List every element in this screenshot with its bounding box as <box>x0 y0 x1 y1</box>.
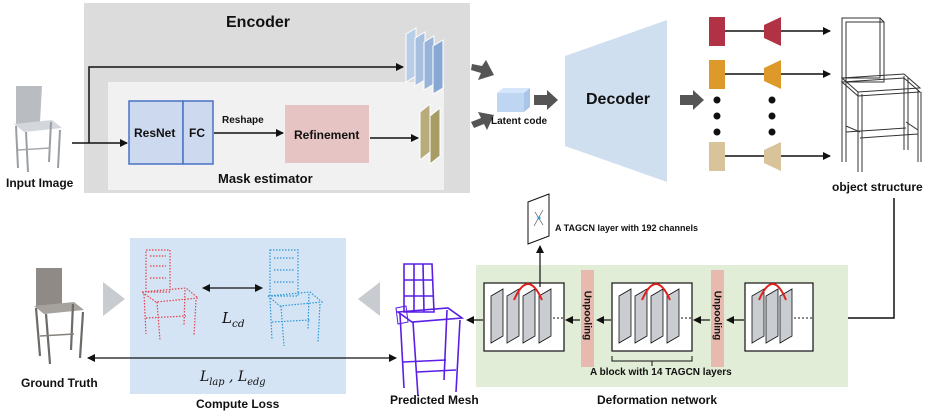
decoder-label: Decoder <box>586 91 651 108</box>
resnet-label: ResNet <box>134 126 176 140</box>
ground-truth-label: Ground Truth <box>21 376 98 390</box>
refinement-label: Refinement <box>294 128 360 142</box>
ground-truth-chair <box>34 268 85 365</box>
mask-estimator-label: Mask estimator <box>218 171 313 186</box>
input-image-label: Input Image <box>6 176 74 190</box>
block-label: A block with 14 TAGCN layers <box>590 367 732 378</box>
deformation-network-label: Deformation network <box>597 393 718 407</box>
mask-feature-stack <box>419 102 441 166</box>
unpooling-label-1: Unpooling <box>581 290 593 341</box>
part-row-1 <box>709 17 831 46</box>
part-row-2 <box>709 60 831 89</box>
resnet-block <box>128 100 184 165</box>
refinement-block <box>285 105 369 163</box>
tagcn-block-2 <box>611 282 693 352</box>
encoder-title: Encoder <box>226 14 291 31</box>
reshape-label: Reshape <box>222 115 264 126</box>
features-to-latent-arrow-bottom <box>471 112 494 130</box>
fc-label: FC <box>189 126 205 140</box>
part-row-n <box>709 142 831 171</box>
compute-loss-label: Compute Loss <box>196 397 280 411</box>
unpooling-1 <box>581 270 594 367</box>
blue-point-cloud <box>266 249 324 347</box>
loss-cd-label: Lcd <box>222 309 245 330</box>
object-structure-chair <box>840 17 922 172</box>
decoder-block <box>565 20 667 182</box>
latent-code-cube <box>497 88 530 112</box>
predicted-mesh-label: Predicted Mesh <box>390 393 479 407</box>
predicted-mesh-chair <box>395 263 465 397</box>
unpooling-2 <box>711 270 724 367</box>
tagcn-block-1 <box>483 282 565 352</box>
red-point-cloud <box>140 249 200 341</box>
structure-to-deformation-arrow <box>830 198 895 322</box>
unpooling-label-2: Unpooling <box>711 290 723 341</box>
latent-to-decoder-arrow <box>534 90 558 110</box>
loss-lap-edg-label: Llap , Ledg <box>200 369 266 388</box>
gt-to-loss-wedge <box>103 282 125 316</box>
tagcn-block-3 <box>744 282 814 352</box>
input-image-chair <box>14 86 62 173</box>
object-structure-label: object structure <box>832 180 923 194</box>
fc-block <box>182 100 214 165</box>
decoder-to-parts-arrow <box>680 90 704 110</box>
input-to-features-arrow <box>88 63 404 143</box>
compute-loss-panel <box>130 238 346 394</box>
block-brace <box>611 356 693 366</box>
image-feature-stack <box>405 27 444 95</box>
mesh-to-loss-wedge <box>358 282 380 316</box>
tagcn-layer-figure <box>527 193 550 245</box>
latent-code-label: Latent code <box>491 116 548 127</box>
part-ellipsis <box>713 96 776 136</box>
tagcn-layer-label: A TAGCN layer with 192 channels <box>555 223 699 233</box>
features-to-latent-arrow-top <box>471 60 494 80</box>
